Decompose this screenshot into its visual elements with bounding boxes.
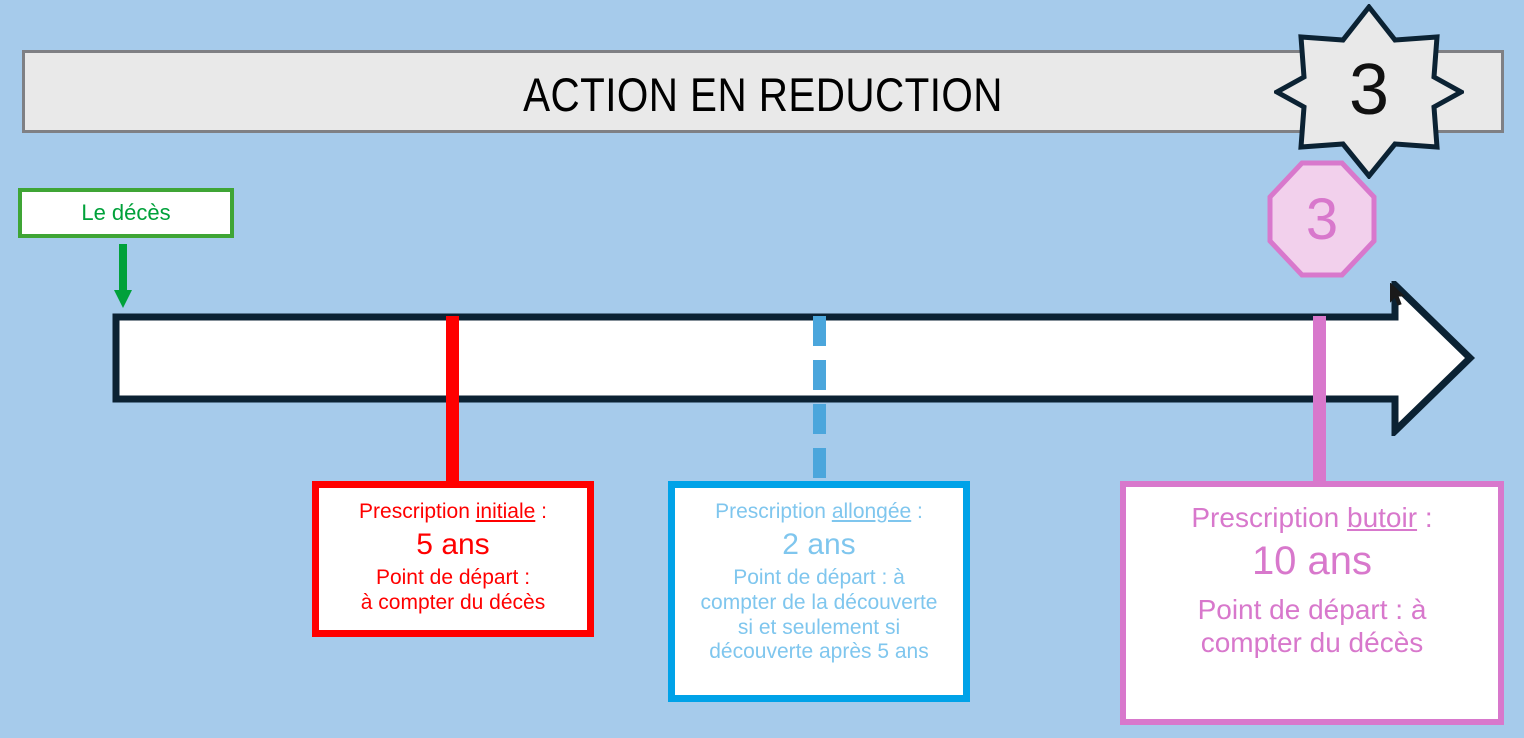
info-box-allongee-title: Prescription allongée : — [675, 500, 963, 525]
info-box-initiale: Prescription initiale : 5 ans Point de d… — [312, 481, 594, 637]
body-line: Point de départ : à — [733, 566, 905, 590]
octagon-badge-number: 3 — [1305, 186, 1339, 252]
star-badge: 3 — [1274, 4, 1464, 179]
title-prefix: Prescription — [715, 500, 832, 523]
marker-line-initiale — [446, 316, 459, 486]
start-event-box: Le décès — [18, 188, 234, 238]
info-box-allongee-years: 2 ans — [782, 527, 856, 561]
info-box-initiale-body: Point de départ : à compter du décès — [319, 566, 587, 616]
start-event-label: Le décès — [81, 200, 171, 225]
octagon-badge: 3 — [1266, 160, 1378, 278]
body-line: Point de départ : à — [1197, 594, 1427, 626]
info-box-butoir: Prescription butoir : 10 ans Point de dé… — [1120, 481, 1504, 725]
body-line: à compter du décès — [360, 590, 546, 614]
timeline-arrow-shape — [112, 281, 1476, 436]
body-line: découverte après 5 ans — [709, 640, 929, 664]
title-keyword: butoir — [1347, 502, 1418, 533]
marker-line-butoir — [1313, 316, 1326, 486]
title-prefix: Prescription — [1191, 502, 1347, 533]
down-arrow-icon — [112, 244, 134, 310]
body-line: compter du décès — [1200, 627, 1424, 659]
title-suffix: : — [535, 500, 547, 523]
info-box-butoir-body: Point de départ : à compter du décès — [1126, 593, 1498, 659]
title-keyword: initiale — [475, 500, 536, 523]
info-box-initiale-title: Prescription initiale : — [319, 500, 587, 525]
title-suffix: : — [1417, 502, 1433, 533]
info-box-butoir-title: Prescription butoir : — [1126, 501, 1498, 534]
info-box-butoir-years: 10 ans — [1251, 539, 1373, 584]
star-badge-number: 3 — [1348, 49, 1390, 130]
body-line: compter de la découverte — [700, 590, 938, 614]
body-line: si et seulement si — [737, 615, 901, 639]
title-banner: ACTION EN REDUCTION — [22, 50, 1504, 133]
title-keyword: allongée — [831, 500, 912, 523]
info-box-allongee: Prescription allongée : 2 ans Point de d… — [668, 481, 970, 702]
title-prefix: Prescription — [359, 500, 476, 523]
octagon-shape — [1267, 160, 1377, 278]
star-shape — [1274, 4, 1464, 179]
info-box-initiale-years: 5 ans — [416, 527, 490, 561]
body-line: Point de départ : — [375, 566, 531, 590]
marker-line-allongee — [813, 316, 826, 486]
info-box-allongee-body: Point de départ : à compter de la découv… — [675, 566, 963, 665]
page-title: ACTION EN REDUCTION — [523, 68, 1003, 121]
timeline-arrow — [112, 281, 1476, 436]
title-suffix: : — [911, 500, 923, 523]
